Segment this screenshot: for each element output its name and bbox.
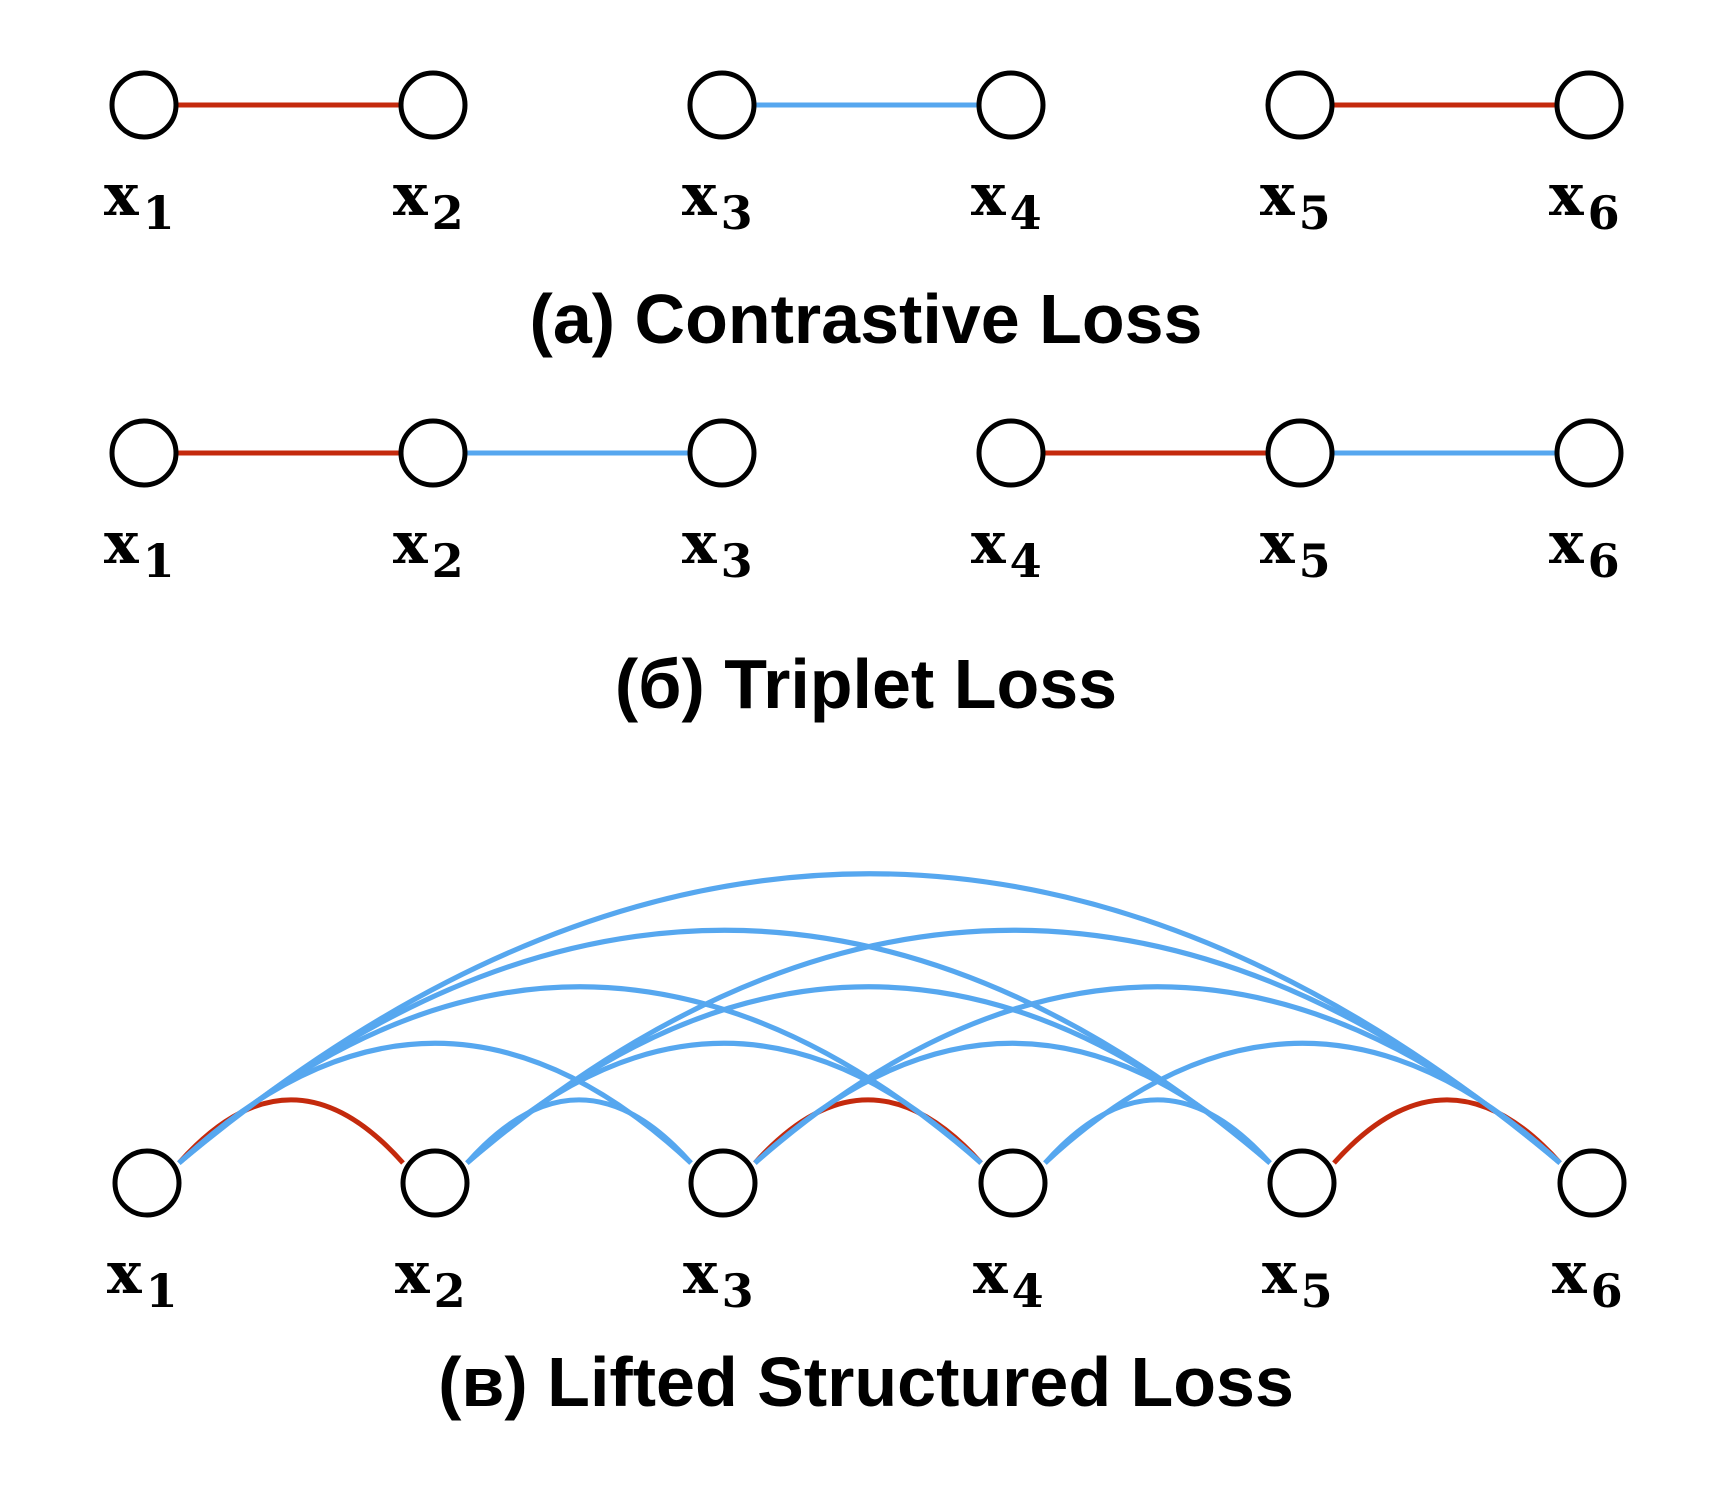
node-label-base: x [395,1239,430,1307]
node-label-base: x [393,161,428,229]
node-x3 [687,70,757,140]
node-label: x2 [395,1239,466,1318]
node-x5 [1265,418,1335,488]
node-x1 [112,1148,182,1218]
node-label-base: x [393,509,428,577]
node-x2 [398,418,468,488]
node-x4 [976,418,1046,488]
node-label-base: x [1549,161,1584,229]
node-label: x1 [107,1239,178,1318]
node-label-base: x [104,161,139,229]
node-label-subscript: 3 [722,1264,754,1318]
node-label: x6 [1549,161,1620,240]
node-label: x6 [1552,1239,1623,1318]
node-label-base: x [971,161,1006,229]
node-label: x2 [393,161,464,240]
node-x2 [398,70,468,140]
node-x3 [688,1148,758,1218]
node-label: x4 [971,509,1042,588]
node-label: x5 [1262,1239,1333,1318]
node-label-base: x [973,1239,1008,1307]
node-x4 [978,1148,1048,1218]
node-label-base: x [1260,509,1295,577]
edge-negative-x3-x6 [753,984,1562,1165]
node-label-subscript: 4 [1010,186,1042,240]
node-label: x6 [1549,509,1620,588]
node-label-base: x [971,509,1006,577]
node-label: x4 [973,1239,1044,1318]
node-label-subscript: 4 [1012,1264,1044,1318]
node-label: x3 [682,161,753,240]
node-label-base: x [683,1239,718,1307]
node-label-subscript: 6 [1588,534,1620,588]
node-label-subscript: 5 [1301,1264,1333,1318]
node-label-subscript: 5 [1299,534,1331,588]
node-x1 [109,70,179,140]
node-x6 [1557,1148,1627,1218]
node-label-base: x [1549,509,1584,577]
caption-contrastive: (a) Contrastive Loss [530,280,1203,358]
node-label-subscript: 3 [721,534,753,588]
node-label-subscript: 6 [1588,186,1620,240]
node-label-subscript: 5 [1299,186,1331,240]
node-label-subscript: 2 [432,534,464,588]
node-label: x2 [393,509,464,588]
node-label-base: x [1262,1239,1297,1307]
node-label: x5 [1260,509,1331,588]
caption-triplet: (б) Triplet Loss [615,645,1117,723]
node-label-subscript: 1 [143,186,175,240]
node-label-subscript: 4 [1010,534,1042,588]
panel-c-nodes [112,1148,1627,1218]
node-x6 [1554,418,1624,488]
node-x5 [1267,1148,1337,1218]
node-x2 [400,1148,470,1218]
node-label: x1 [104,161,175,240]
node-label: x5 [1260,161,1331,240]
node-label: x1 [104,509,175,588]
node-label-base: x [107,1239,142,1307]
node-label: x3 [683,1239,754,1318]
node-label: x4 [971,161,1042,240]
panel-b-nodes [109,418,1624,488]
panel-c-edges [177,871,1562,1165]
node-label-subscript: 2 [434,1264,466,1318]
node-label-base: x [682,509,717,577]
node-x3 [687,418,757,488]
panel-a-nodes [109,70,1624,140]
node-label-base: x [1552,1239,1587,1307]
node-label-subscript: 1 [146,1264,178,1318]
node-x6 [1554,70,1624,140]
node-label-subscript: 2 [432,186,464,240]
node-label: x3 [682,509,753,588]
node-label-base: x [104,509,139,577]
edge-negative-x1-x6 [177,871,1562,1165]
caption-lifted-structured: (в) Lifted Structured Loss [438,1343,1294,1421]
node-x1 [109,418,179,488]
edge-negative-x4-x6 [1043,1040,1562,1165]
node-label-base: x [682,161,717,229]
node-x5 [1265,70,1335,140]
node-label-base: x [1260,161,1295,229]
node-label-subscript: 3 [721,186,753,240]
node-label-subscript: 6 [1591,1264,1623,1318]
node-x4 [976,70,1046,140]
edge-negative-x2-x6 [465,927,1562,1165]
node-label-subscript: 1 [143,534,175,588]
